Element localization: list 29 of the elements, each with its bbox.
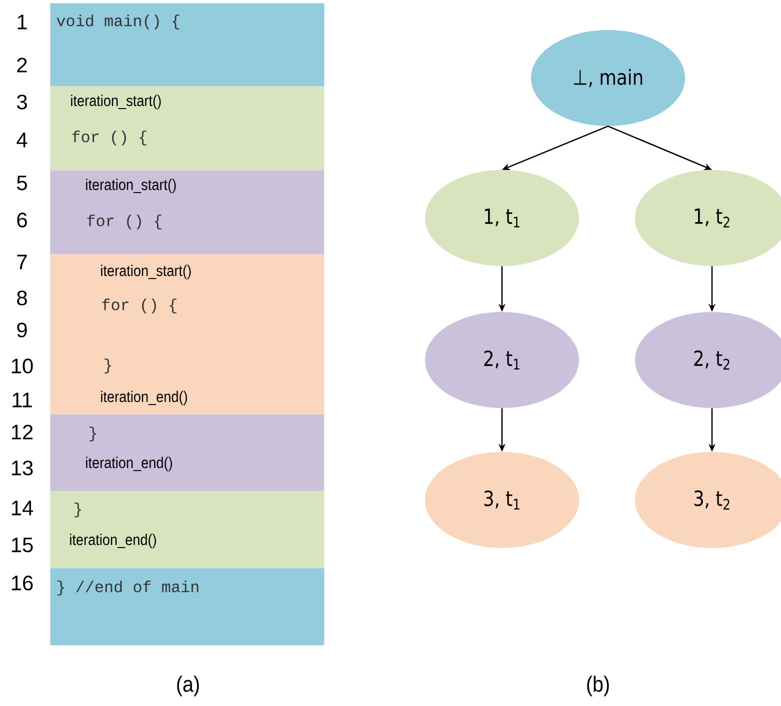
line-number: 8 xyxy=(17,290,27,306)
ellipse-node: ⊥, main xyxy=(531,30,685,126)
ellipse-node: 2, t$_{1}$ xyxy=(425,312,579,408)
panel-caption: (a) xyxy=(177,676,199,696)
code-block: } iteration_end() xyxy=(50,491,324,568)
line-number: 4 xyxy=(16,132,28,148)
code-block: iteration_start() for () { xyxy=(50,170,324,254)
code-block: } //end of main xyxy=(50,568,324,646)
line-number: 9 xyxy=(17,322,27,338)
line-number: 11 xyxy=(12,392,32,408)
line-number: 16 xyxy=(12,576,33,590)
line-number: 5 xyxy=(17,176,27,190)
line-number: 6 xyxy=(17,212,27,228)
ellipse-node: 3, t$_{1}$ xyxy=(425,452,579,548)
code-block: iteration_start() for () { } iteration_end() xyxy=(50,254,324,414)
ellipse-node: 1, t$_{1}$ xyxy=(425,170,579,266)
line-number: 7 xyxy=(17,254,27,270)
line-number: 1 xyxy=(18,14,27,30)
line-number: 15 xyxy=(12,538,33,552)
line-number: 14 xyxy=(12,500,34,516)
code-block: iteration_start() for () { xyxy=(50,86,324,170)
panel-caption: (b) xyxy=(587,676,609,696)
line-number: 10 xyxy=(12,358,33,374)
line-number: 13 xyxy=(12,460,33,476)
line-number: 3 xyxy=(16,94,27,110)
line-number: 2 xyxy=(17,58,27,72)
code-block: } iteration_end() xyxy=(50,414,324,492)
line-number: 12 xyxy=(12,424,33,440)
code-block: void main() { xyxy=(50,3,324,86)
